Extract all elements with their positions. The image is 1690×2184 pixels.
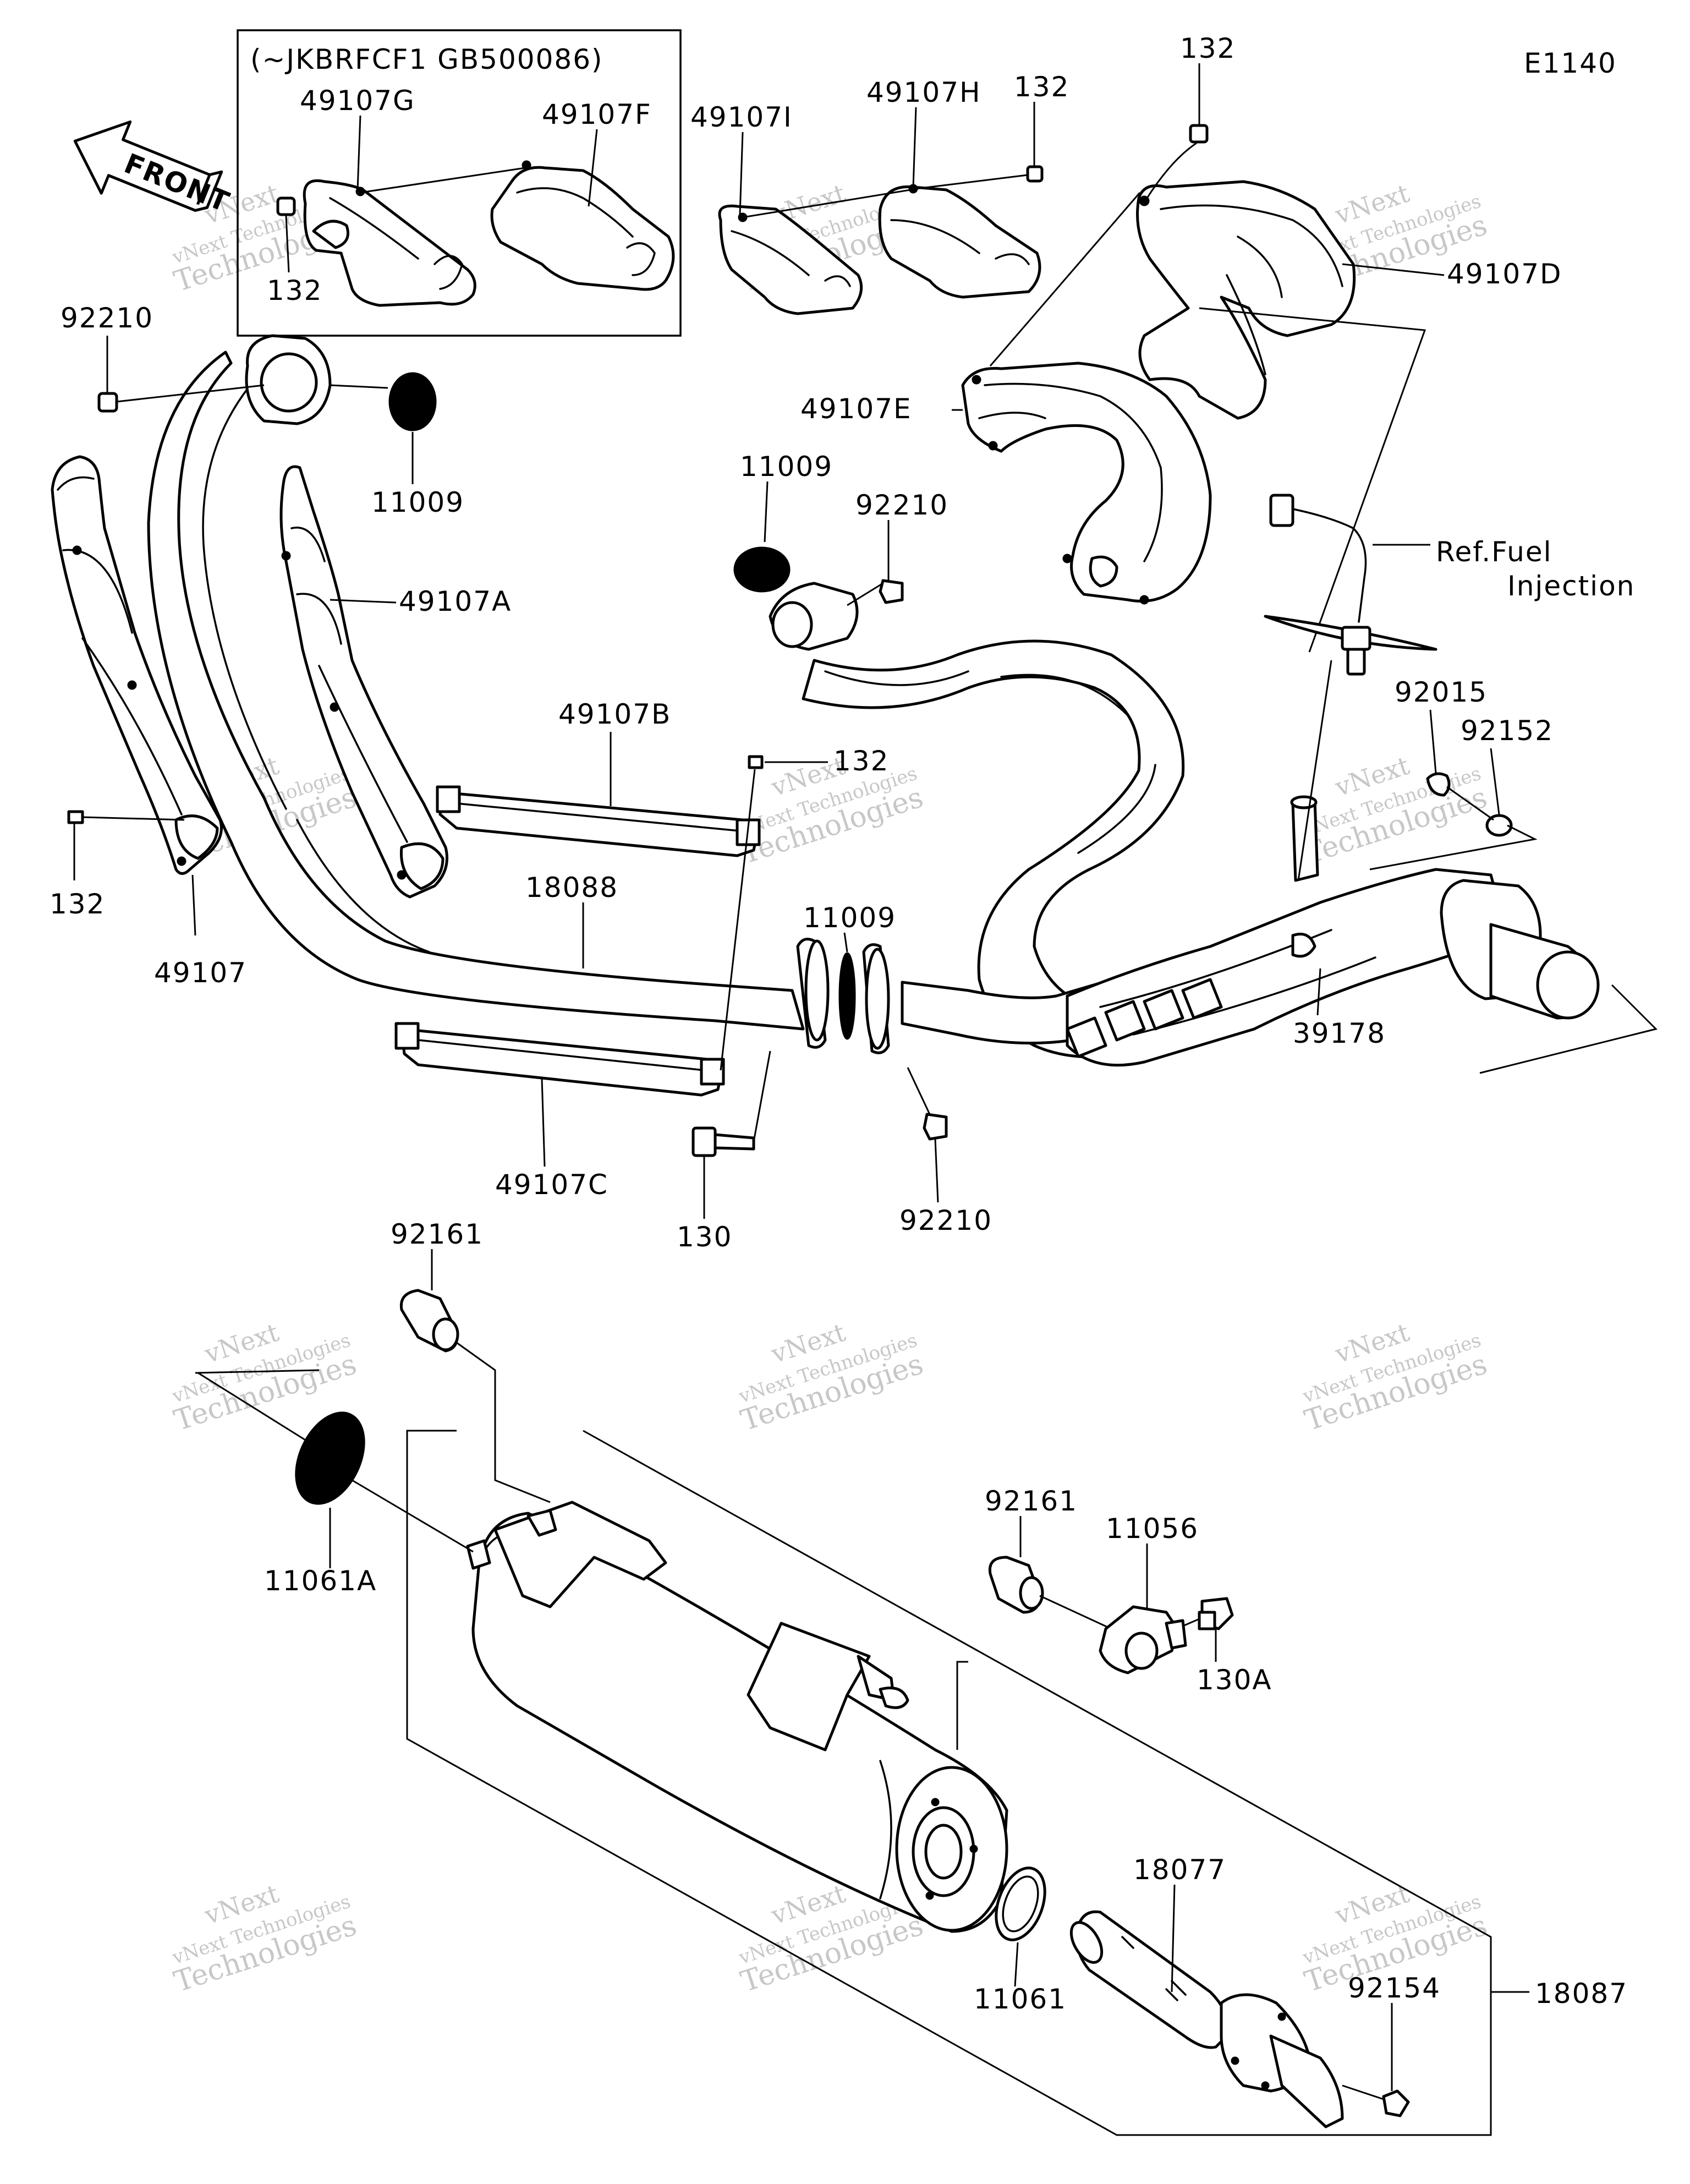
bolt-130a	[1198, 1597, 1234, 1630]
gasket-11009	[838, 952, 856, 1040]
ref-note-line2: Injection	[1507, 570, 1635, 602]
cover-49107d-group	[1136, 124, 1426, 653]
part-label-11061: 11061	[974, 1983, 1067, 2015]
nut-132	[276, 196, 296, 216]
bolt-130	[692, 1050, 771, 1157]
part-label-132: 132	[1014, 71, 1069, 103]
cover-49107e	[961, 362, 1212, 603]
part-label-132: 132	[50, 888, 105, 920]
part-label-18088: 18088	[525, 872, 618, 904]
part-label-92210: 92210	[61, 302, 153, 334]
part-label-39178: 39178	[1293, 1017, 1386, 1049]
part-label-92152: 92152	[1461, 715, 1554, 747]
o2-sensor	[1264, 494, 1437, 676]
part-label-49107i: 49107I	[690, 101, 793, 133]
watermark: vNext vNext Technologies Technologies	[169, 1879, 361, 1999]
inset-note: (~JKBRFCF1 GB500086)	[250, 43, 603, 75]
part-label-92015: 92015	[1395, 676, 1488, 708]
part-label-49107d: 49107D	[1447, 258, 1562, 290]
gasket-11009	[733, 546, 791, 593]
part-label-132: 132	[833, 745, 889, 777]
catalyst-39178	[1066, 660, 1600, 1067]
screw-132	[748, 755, 764, 769]
part-label-11009: 11009	[803, 902, 896, 934]
nut-92015	[1426, 772, 1451, 797]
part-label-49107b: 49107B	[558, 698, 671, 730]
part-label-130: 130	[677, 1221, 732, 1253]
part-label-92161: 92161	[985, 1485, 1078, 1517]
muffler-18087	[466, 1501, 1008, 1933]
watermark: vNext vNext Technologies Technologies	[1300, 1317, 1491, 1438]
part-label-49107f: 49107F	[542, 98, 652, 130]
cover-49107f	[490, 166, 675, 291]
part-label-130a: 130A	[1197, 1664, 1272, 1696]
cover-49107d	[1136, 180, 1356, 420]
covers-top-center	[718, 165, 1044, 315]
gasket-11009	[388, 372, 437, 431]
assembly-frame-18087	[406, 1430, 1492, 2136]
part-label-49107a: 49107A	[399, 585, 512, 617]
heat-shield-49107c	[394, 1022, 725, 1097]
part-label-49107g: 49107G	[300, 85, 415, 117]
part-label-132: 132	[1180, 32, 1236, 64]
heat-shield-49107	[51, 455, 223, 875]
part-label-92210: 92210	[855, 489, 948, 521]
nut-132	[1026, 165, 1044, 183]
bracket-11056	[1099, 1605, 1203, 1674]
nut-92210	[923, 1113, 948, 1141]
part-label-92210: 92210	[899, 1205, 992, 1236]
part-labels: 49107G 49107F 132 49107I 49107H 132 132 …	[50, 32, 1635, 2015]
heat-shield-49107b	[436, 785, 761, 857]
part-label-92161: 92161	[391, 1218, 484, 1250]
part-label-132: 132	[267, 275, 322, 306]
front-label: FRONT	[120, 147, 234, 218]
header-pipe-18088	[147, 334, 1228, 1059]
header-inlet-right	[733, 546, 904, 651]
part-label-92154: 92154	[1348, 1972, 1441, 2004]
part-label-18087: 18087	[1535, 1978, 1628, 2010]
part-label-11009: 11009	[740, 451, 833, 483]
part-label-11009: 11009	[371, 486, 464, 518]
screw-92154	[1382, 2089, 1410, 2117]
nut-92210	[97, 392, 118, 413]
cover-49107h	[878, 185, 1041, 299]
inset-box: (~JKBRFCF1 GB500086)	[237, 29, 682, 337]
heat-shields-left	[51, 455, 448, 899]
part-label-49107: 49107	[154, 957, 247, 989]
part-label-49107h: 49107H	[866, 76, 981, 108]
part-label-49107e: 49107E	[800, 393, 912, 425]
nut-132	[1189, 124, 1209, 144]
gasket-11061	[995, 1866, 1046, 1941]
heat-shield-49107a	[279, 465, 448, 899]
part-label-49107c: 49107C	[495, 1169, 608, 1201]
spark-arrester-18077	[1069, 1910, 1344, 2128]
cover-49107g	[303, 179, 476, 307]
part-label-11061a: 11061A	[264, 1565, 377, 1597]
collar-92161	[399, 1289, 551, 1503]
collar-92161-side	[988, 1556, 1112, 1630]
nut-92210	[879, 579, 904, 604]
watermark: vNext vNext Technologies Technologies	[736, 1317, 928, 1438]
leader-lines	[73, 63, 1500, 2091]
cover-49107e-group	[961, 192, 1212, 605]
gasket-11061a	[295, 1411, 365, 1505]
diagram-code: E1140	[1524, 47, 1617, 79]
part-label-18077: 18077	[1133, 1854, 1226, 1886]
screw-132	[67, 810, 84, 824]
part-label-11056: 11056	[1106, 1513, 1199, 1545]
ref-note-line1: Ref.Fuel	[1436, 536, 1552, 568]
